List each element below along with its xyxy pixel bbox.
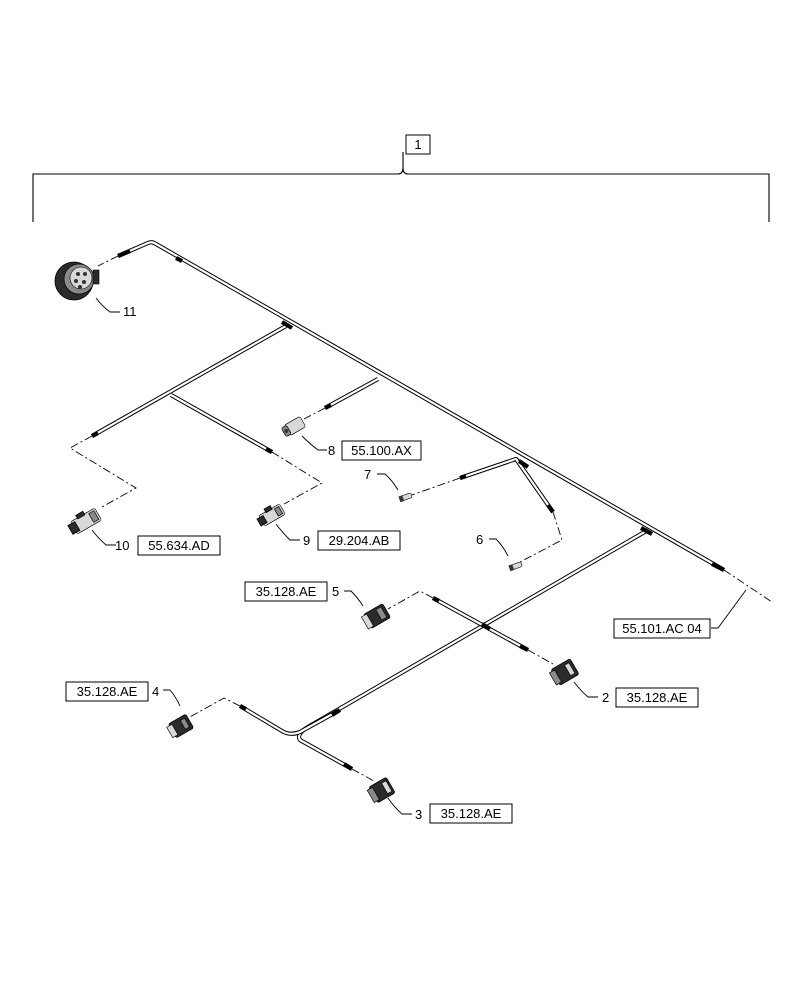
callout-number-8: 8 bbox=[328, 443, 335, 458]
ref-box-2[interactable] bbox=[615, 687, 699, 708]
callout-number-3: 3 bbox=[415, 807, 422, 822]
assembly-bracket: 1 bbox=[32, 134, 770, 222]
connector-5[interactable] bbox=[360, 603, 391, 630]
assembly-item-number: 1 bbox=[414, 137, 421, 152]
callout-number-9: 9 bbox=[303, 533, 310, 548]
connector-10[interactable] bbox=[65, 505, 102, 536]
ref-box-10[interactable] bbox=[137, 535, 221, 556]
connector-2[interactable] bbox=[548, 659, 579, 687]
connector-9[interactable] bbox=[255, 501, 286, 527]
connector-4[interactable] bbox=[166, 714, 194, 739]
ref-code-5: 35.128.AE bbox=[256, 584, 317, 599]
connector-routes bbox=[69, 255, 773, 782]
callout-number-6: 6 bbox=[476, 532, 483, 547]
connector-8[interactable] bbox=[281, 416, 306, 437]
ref-code-4: 35.128.AE bbox=[77, 684, 138, 699]
harness-wires bbox=[90, 240, 726, 771]
callout-number-4: 4 bbox=[152, 684, 159, 699]
continuation-ref-box[interactable] bbox=[613, 618, 711, 639]
continuation-ref-code: 55.101.AC 04 bbox=[622, 621, 702, 636]
ref-code-9: 29.204.AB bbox=[329, 533, 390, 548]
callout-number-11: 11 bbox=[123, 304, 137, 319]
callout-number-2: 2 bbox=[602, 690, 609, 705]
callout-leaders bbox=[91, 297, 747, 815]
callout-labels: 11 8 55.100.AX 7 10 55.634.AD 9 29.204.A… bbox=[65, 304, 711, 824]
callout-number-10: 10 bbox=[115, 538, 129, 553]
callout-number-7: 7 bbox=[364, 467, 371, 482]
ref-code-10: 55.634.AD bbox=[148, 538, 209, 553]
ref-box-4[interactable] bbox=[65, 681, 149, 702]
ref-box-9[interactable] bbox=[317, 530, 401, 551]
round-connector-11[interactable] bbox=[54, 261, 100, 301]
ref-box-3[interactable] bbox=[429, 803, 513, 824]
ref-code-2: 35.128.AE bbox=[627, 690, 688, 705]
callout-number-5: 5 bbox=[332, 584, 339, 599]
ref-box-8[interactable] bbox=[341, 440, 422, 461]
terminal-6[interactable] bbox=[508, 561, 523, 572]
assembly-item-box bbox=[405, 134, 431, 155]
ref-code-3: 35.128.AE bbox=[441, 806, 502, 821]
terminal-7[interactable] bbox=[398, 492, 413, 503]
ref-code-8: 55.100.AX bbox=[351, 443, 412, 458]
ref-box-5[interactable] bbox=[244, 581, 328, 602]
connector-3[interactable] bbox=[366, 777, 395, 804]
